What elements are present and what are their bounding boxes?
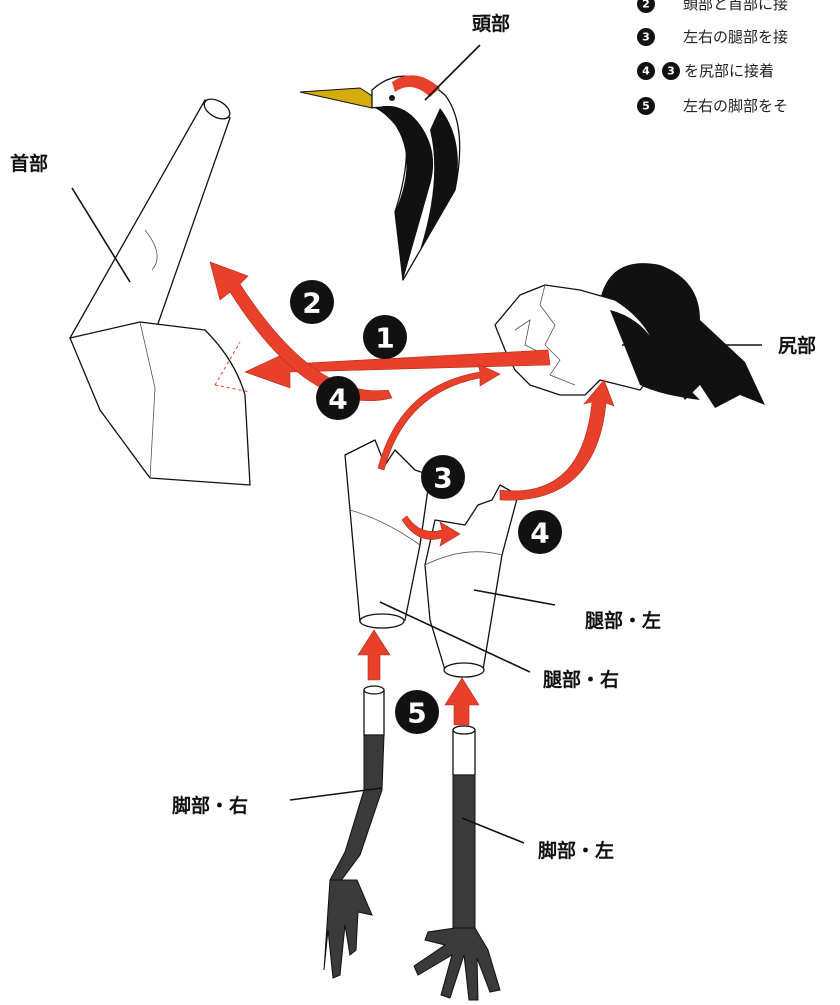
marker-number: 1	[375, 322, 394, 355]
label-thigh-right: 腿部・右	[542, 668, 619, 691]
beak	[300, 88, 383, 108]
step-ref-number: 3	[667, 65, 675, 78]
step-text: 左右の腿部を接	[683, 28, 788, 46]
leg-right-part	[324, 686, 384, 978]
step-text: 頭部と首部に接	[683, 0, 788, 13]
label-leg-right: 脚部・右	[172, 794, 248, 817]
eye	[389, 95, 395, 101]
step-number: 5	[642, 100, 650, 113]
arrow-shape	[358, 630, 390, 680]
arrow-4-right	[500, 380, 614, 500]
leg-right-shank	[330, 735, 384, 882]
label-thigh-left: 腿部・左	[584, 609, 661, 632]
black-neck-stripe	[375, 106, 433, 280]
thigh-right-opening	[360, 614, 404, 628]
marker-3: 3	[421, 455, 465, 499]
step-number: 4	[642, 65, 650, 78]
leg-right-white-top	[364, 690, 384, 735]
step-item: 3 左右の腿部を接	[637, 28, 788, 46]
leader-head	[425, 45, 480, 100]
thigh-left-shape	[425, 485, 518, 670]
marker-2: 2	[290, 280, 334, 324]
leg-left-part	[414, 726, 500, 1000]
marker-number: 4	[328, 383, 347, 416]
rump-part	[495, 263, 765, 408]
neck-base	[70, 322, 250, 485]
leg-left-foot	[414, 928, 500, 1000]
arrow-5-right	[358, 630, 390, 680]
marker-4-left: 4	[316, 376, 360, 420]
label-head: 頭部	[472, 12, 510, 35]
leg-left-white-top	[453, 730, 475, 775]
label-rump: 尻部	[778, 334, 816, 357]
label-neck: 首部	[10, 152, 48, 175]
leader-neck	[72, 188, 130, 282]
step-item: 5 左右の脚部をそ	[637, 97, 788, 115]
step-text: を尻部に接着	[684, 62, 774, 80]
marker-4-right: 4	[518, 510, 562, 554]
arrow-shape	[445, 678, 479, 725]
marker-number: 3	[433, 462, 452, 495]
step-number: 3	[642, 31, 650, 44]
leg-left-shank	[453, 775, 475, 930]
marker-number: 5	[407, 697, 426, 730]
step-text: 左右の脚部をそ	[683, 97, 788, 115]
thigh-left-opening	[444, 663, 484, 677]
arrow-5-left	[445, 678, 479, 725]
step-list: 2 頭部と首部に接 3 左右の腿部を接 4 3 を尻部に接着 5 左右の脚部をそ	[637, 0, 788, 115]
marker-1: 1	[363, 315, 407, 359]
leg-right-opening	[364, 686, 384, 694]
marker-number: 4	[530, 517, 549, 550]
head-part	[300, 75, 460, 280]
thigh-left-part	[425, 485, 518, 677]
marker-number: 2	[302, 287, 321, 320]
arrow-shape	[500, 380, 614, 500]
step-number: 2	[642, 0, 650, 11]
step-item: 2 頭部と首部に接	[637, 0, 788, 13]
step-item: 4 3 を尻部に接着	[637, 62, 774, 80]
leg-left-opening	[453, 726, 475, 734]
marker-5: 5	[395, 690, 439, 734]
label-leg-left: 脚部・左	[538, 839, 614, 862]
leg-right-foot	[324, 880, 372, 978]
